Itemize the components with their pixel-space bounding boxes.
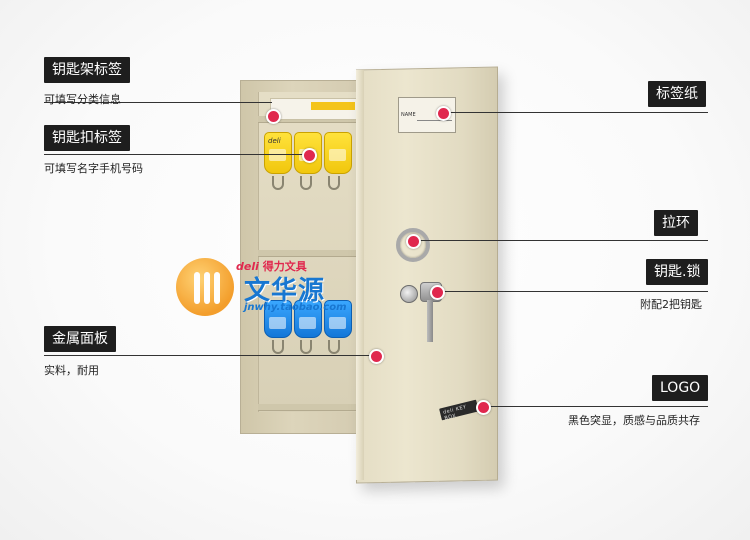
callout-key-lock-note: 附配2把钥匙 — [640, 298, 702, 311]
marker-label-paper — [436, 106, 451, 121]
key-tag-blue — [294, 300, 322, 338]
callout-logo-note: 黑色突显，质感与品质共存 — [568, 414, 700, 427]
callout-key-tag-label: 钥匙扣标签 — [44, 125, 130, 151]
key-tag-blue — [324, 300, 352, 338]
watermark-logo-icon — [176, 258, 234, 316]
lock-cylinder — [400, 285, 418, 303]
marker-metal-panel — [369, 349, 384, 364]
marker-key-lock — [430, 285, 445, 300]
leader-line — [442, 112, 708, 113]
key-tag-blue — [264, 300, 292, 338]
pull-ring — [396, 228, 430, 262]
key-tag-yellow: deli — [264, 132, 292, 174]
key-rack-label-strip — [270, 98, 360, 120]
callout-key-lock: 钥匙.锁 — [646, 259, 709, 285]
marker-pull-ring — [406, 234, 421, 249]
hook — [300, 340, 312, 354]
callout-metal-panel: 金属面板 — [44, 326, 116, 352]
leader-line — [44, 355, 372, 356]
hook — [272, 340, 284, 354]
leader-line — [44, 154, 306, 155]
watermark-brand: deli 得力文具 — [236, 258, 307, 274]
leader-line — [44, 102, 272, 103]
hook — [272, 176, 284, 190]
callout-logo: LOGO — [652, 375, 709, 401]
watermark-brand-en: deli — [236, 260, 259, 273]
hook — [328, 340, 340, 354]
hook — [300, 176, 312, 190]
leader-line — [482, 406, 708, 407]
watermark-url: jnwhy.taobao.com — [244, 302, 347, 313]
watermark-brand-cn: 得力文具 — [262, 260, 307, 273]
marker-key-tag-label — [302, 148, 317, 163]
marker-key-rack-label — [266, 109, 281, 124]
bottom-rail — [258, 404, 362, 411]
callout-key-rack-label: 钥匙架标签 — [44, 57, 130, 83]
hook — [328, 176, 340, 190]
callout-label-paper: 标签纸 — [648, 81, 706, 107]
key-tag-yellow — [324, 132, 352, 174]
callout-metal-panel-note: 实料，耐用 — [44, 364, 99, 377]
leader-line — [436, 291, 708, 292]
tag-brand: deli — [268, 137, 281, 145]
door-edge — [356, 70, 364, 480]
callout-key-rack-label-note: 可填写分类信息 — [44, 93, 121, 106]
callout-key-tag-label-note: 可填写名字手机号码 — [44, 162, 143, 175]
middle-rail — [258, 250, 362, 257]
watermark-big-text: 文华源 — [244, 276, 326, 306]
leader-line — [414, 240, 708, 241]
callout-pull-ring: 拉环 — [654, 210, 698, 236]
name-card-label: NAME — [401, 112, 416, 118]
marker-logo — [476, 400, 491, 415]
